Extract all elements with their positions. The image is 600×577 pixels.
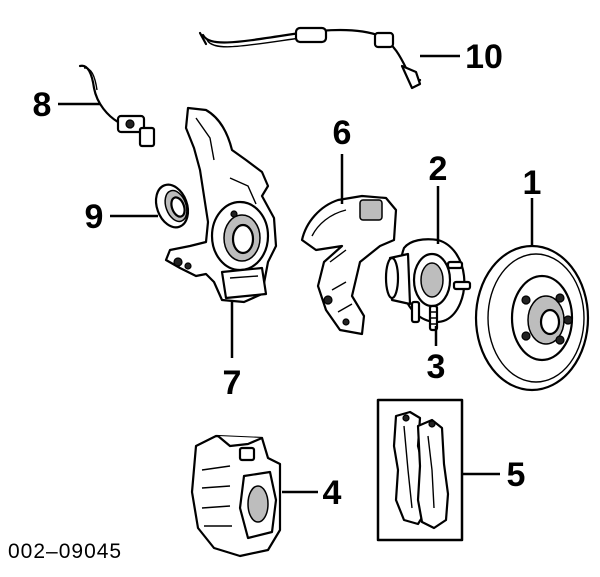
callout-1: 1 [523,164,542,202]
callout-4: 4 [323,474,342,512]
callout-3: 3 [427,348,446,386]
part-5-brake-pads [376,398,464,542]
callout-9: 9 [85,198,104,236]
callout-10: 10 [465,38,503,76]
leader-lines [58,54,534,494]
part-1-brake-rotor [474,244,590,392]
part-8-speed-sensor [78,64,156,148]
part-10-brake-hose [198,26,422,90]
part-9-seal-ring [154,183,190,229]
callout-7: 7 [223,364,242,402]
callout-2: 2 [429,150,448,188]
callout-5: 5 [507,456,526,494]
part-7-steering-knuckle [164,106,278,304]
part-3-wheel-studs [410,300,439,332]
reference-code: 002–09045 [8,540,122,563]
callout-6: 6 [333,114,352,152]
part-6-dust-shield [300,194,398,336]
callouts: 1 2 3 4 5 6 7 8 9 10 [33,38,542,512]
part-4-brake-caliper [190,434,282,558]
part-2-hub-assembly [384,238,472,324]
callout-8: 8 [33,86,52,124]
